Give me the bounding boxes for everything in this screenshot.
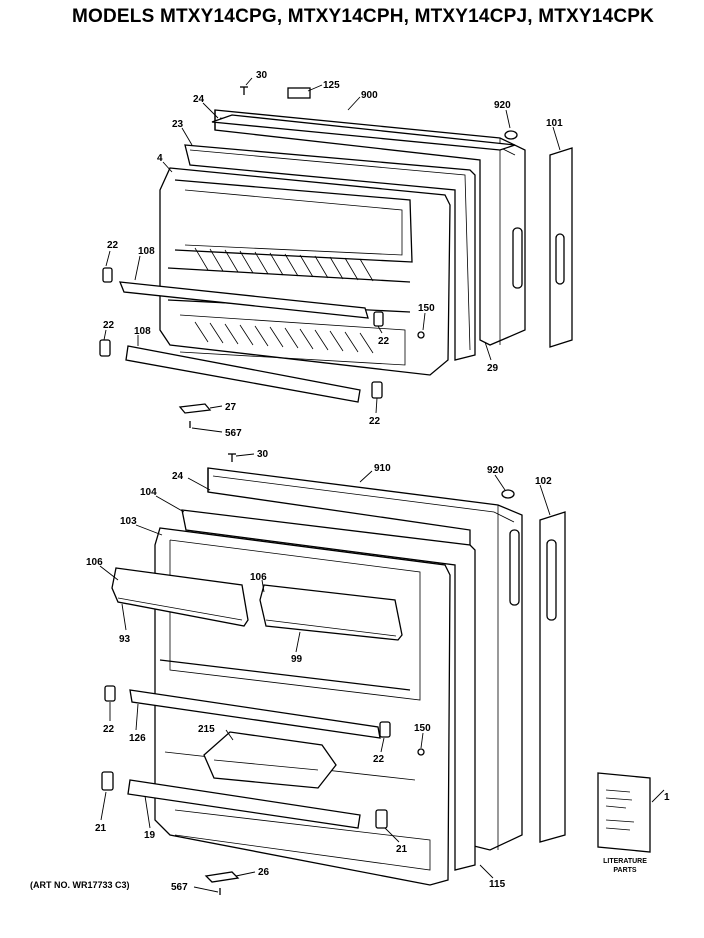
fresh-food-callout-93: 93	[119, 634, 131, 645]
literature-parts-label: LITERATURE PARTS	[590, 857, 660, 875]
freezer-callout-22d: 22	[369, 416, 381, 427]
fresh-food-callout-104: 104	[140, 487, 157, 498]
freezer-hinge-shim	[178, 403, 212, 414]
freezer-door-assembly: 30 125 900 920 101 24 23 4 22 108 22 108…	[99, 70, 573, 439]
freezer-callout-4: 4	[157, 153, 163, 164]
freezer-callout-108b: 108	[134, 326, 151, 337]
freezer-door-rail-upper	[118, 281, 369, 319]
freezer-rail-clip-3	[373, 311, 384, 327]
freezer-rail-clip-1	[102, 267, 113, 283]
fresh-food-dairy-bin-right	[259, 584, 403, 641]
fresh-food-handle-slot	[509, 529, 520, 606]
fresh-food-door-assembly: 30 910 920 102 24 104 103 106 106 93 99 …	[86, 449, 670, 895]
freezer-trim-strip	[549, 147, 573, 348]
freezer-gasket	[184, 144, 476, 361]
fresh-food-callout-115: 115	[489, 879, 506, 890]
fresh-food-door-tray	[203, 731, 337, 789]
fresh-food-rail-clip-1	[104, 685, 116, 702]
fresh-food-rail-clip-3	[379, 721, 391, 738]
freezer-callout-108a: 108	[138, 246, 155, 257]
freezer-callout-22a: 22	[107, 240, 119, 251]
freezer-screw-icon	[240, 86, 248, 95]
fresh-food-rail-clip-4	[375, 809, 388, 829]
fresh-food-door-rail-upper	[129, 689, 381, 739]
fresh-food-screw-icon	[228, 453, 236, 462]
fresh-food-callout-920: 920	[487, 465, 504, 476]
fresh-food-screw-150-icon	[417, 748, 425, 756]
fresh-food-hinge-shim	[204, 871, 240, 883]
fresh-food-rail-clip-2	[101, 771, 114, 791]
literature-label-line1: LITERATURE	[603, 858, 647, 865]
freezer-callout-22c: 22	[378, 336, 390, 347]
fresh-food-door-rail-lower	[127, 779, 361, 829]
literature-booklet-icon	[597, 772, 651, 853]
freezer-outer-door-panel	[214, 109, 526, 346]
fresh-food-callout-567: 567	[171, 882, 188, 893]
freezer-door-stop	[504, 130, 518, 140]
freezer-callout-101: 101	[546, 118, 563, 129]
fresh-food-callout-910: 910	[374, 463, 391, 474]
fresh-food-callout-19: 19	[144, 830, 156, 841]
fresh-food-callout-99: 99	[291, 654, 303, 665]
freezer-callout-27: 27	[225, 402, 237, 413]
freezer-callout-29: 29	[487, 363, 499, 374]
freezer-callout-24: 24	[193, 94, 205, 105]
diagram-title: MODELS MTXY14CPG, MTXY14CPH, MTXY14CPJ, …	[72, 6, 655, 27]
freezer-callout-567: 567	[225, 428, 242, 439]
fresh-food-callout-103: 103	[120, 516, 137, 527]
fresh-food-door-stop	[501, 489, 515, 499]
art-number: (ART NO. WR17733 C3)	[30, 880, 130, 890]
fresh-food-callout-150: 150	[414, 723, 431, 734]
freezer-door-cap	[211, 114, 516, 151]
freezer-callout-900: 900	[361, 90, 378, 101]
fresh-food-callout-22b: 22	[373, 754, 385, 765]
freezer-label-plate	[287, 87, 311, 99]
fresh-food-dairy-bin-left	[111, 567, 249, 627]
freezer-callout-30: 30	[256, 70, 268, 81]
fresh-food-callout-106b: 106	[250, 572, 267, 583]
literature-label-line2: PARTS	[613, 867, 637, 874]
freezer-rail-clip-4	[371, 381, 383, 399]
fresh-food-callout-215: 215	[198, 724, 215, 735]
fresh-food-callout-21b: 21	[396, 844, 408, 855]
fresh-food-callout-102: 102	[535, 476, 552, 487]
fresh-food-gasket	[181, 509, 476, 871]
fresh-food-callout-30: 30	[257, 449, 269, 460]
freezer-door-rail-lower	[125, 345, 361, 403]
fresh-food-callout-126: 126	[129, 733, 146, 744]
freezer-screw-150-icon	[417, 331, 425, 339]
freezer-callout-125: 125	[323, 80, 340, 91]
freezer-callout-22b: 22	[103, 320, 115, 331]
fresh-food-trim-strip	[539, 511, 566, 843]
fresh-food-outer-door-panel	[207, 467, 523, 851]
fresh-food-callout-106a: 106	[86, 557, 103, 568]
fresh-food-callout-26: 26	[258, 867, 270, 878]
freezer-callout-150: 150	[418, 303, 435, 314]
freezer-rail-clip-2	[99, 339, 111, 357]
literature-callout-1: 1	[664, 792, 670, 803]
fresh-food-callout-24: 24	[172, 471, 184, 482]
freezer-shelf-ribs	[194, 247, 374, 354]
fresh-food-callout-21a: 21	[95, 823, 107, 834]
freezer-callout-920: 920	[494, 100, 511, 111]
fresh-food-callout-22a: 22	[103, 724, 115, 735]
freezer-handle-slot	[512, 227, 523, 289]
freezer-callout-23: 23	[172, 119, 184, 130]
